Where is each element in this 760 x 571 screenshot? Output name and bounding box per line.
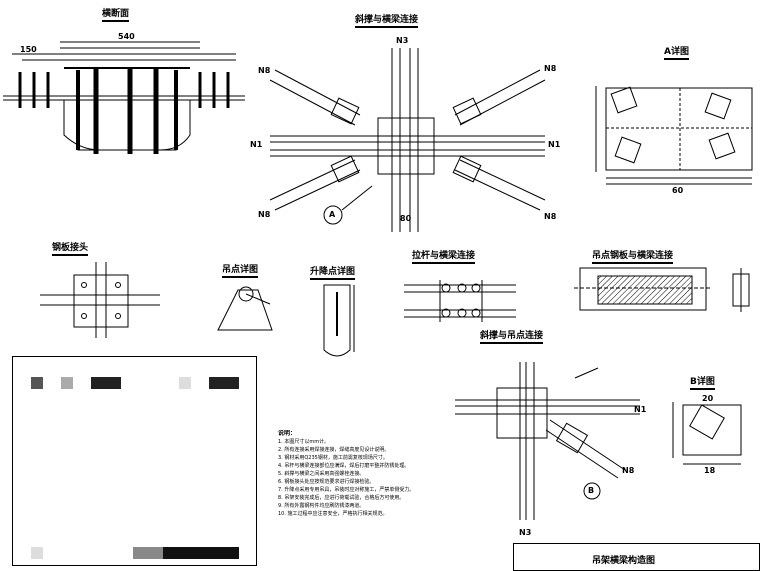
mark-a-circle: A — [329, 210, 336, 219]
brace-hanger-title: 斜撑与吊点连接 — [480, 328, 544, 344]
note-line: 4. 吊杆与横梁连接部位应满焊，焊后打磨平整并防锈处理。 — [278, 463, 410, 469]
mark-n8-tl: N8 — [258, 66, 271, 75]
dim-540: 540 — [118, 32, 135, 41]
note-line: 6. 钢板接头处应按规范要求进行焊接检验。 — [278, 479, 375, 485]
b-detail-title: B详图 — [690, 374, 715, 390]
mark-n3-lower: N3 — [519, 528, 532, 537]
dim-150: 150 — [20, 45, 37, 54]
mark-n8-lower: N8 — [622, 466, 635, 475]
note-line: 3. 钢材采用Q235钢材，施工前需复核现场尺寸。 — [278, 455, 388, 461]
tension-bar-title: 拉杆与横梁连接 — [412, 248, 476, 264]
cross-section-view — [3, 41, 245, 154]
hanger-plate-title: 吊点钢板与横梁连接 — [592, 248, 674, 264]
mark-n8-tr: N8 — [544, 64, 557, 73]
note-line: 7. 升降点采用专用吊具，吊装时应对称施工，严禁单侧受力。 — [278, 487, 415, 493]
hanging-point-title: 吊点详图 — [222, 262, 259, 278]
redaction-mark — [133, 547, 163, 559]
a-detail-title: A详图 — [664, 44, 689, 60]
redaction-mark — [179, 377, 191, 389]
brace-plan-view — [269, 48, 546, 232]
note-line: 5. 斜撑与横梁之间采用高强螺栓连接。 — [278, 471, 365, 477]
redaction-mark — [209, 377, 239, 389]
notes-title: 说明： — [278, 430, 297, 437]
mark-n8-br: N8 — [544, 212, 557, 221]
dim-b-20: 20 — [702, 394, 714, 403]
mark-n8-bl: N8 — [258, 210, 271, 219]
dim-plan-80: 80 — [400, 214, 412, 223]
mark-n1-right: N1 — [548, 140, 561, 149]
redaction-mark — [163, 547, 239, 559]
redaction-mark — [91, 377, 121, 389]
a-detail-view — [595, 86, 753, 185]
brace-hanger-view — [455, 362, 640, 520]
drawing-title: 吊架横梁构造图 — [592, 556, 656, 566]
plate-splice-view — [40, 262, 160, 338]
note-line: 8. 吊架安装完成后，应进行荷载试验，合格后方可使用。 — [278, 495, 405, 501]
lifting-point-view — [323, 284, 355, 357]
dim-a-width: 60 — [672, 186, 684, 195]
notes-block: 说明： 1. 本图尺寸以mm计。 2. 所有连接采用焊接连接，焊缝高度见设计说明… — [278, 430, 503, 518]
redaction-mark — [31, 547, 43, 559]
redacted-block — [12, 356, 257, 566]
b-detail-view — [672, 402, 742, 465]
mark-n1-left: N1 — [250, 140, 263, 149]
note-line: 1. 本图尺寸以mm计。 — [278, 439, 330, 445]
mark-n3-top: N3 — [396, 36, 409, 45]
redaction-mark — [31, 377, 43, 389]
dim-b-18: 18 — [704, 466, 716, 475]
note-line: 10. 施工过程中应注意安全，严格执行相关规范。 — [278, 511, 388, 517]
title-block: 吊架横梁构造图 — [513, 543, 760, 571]
mark-b-circle: B — [588, 486, 595, 495]
brace-plan-title: 斜撑与横梁连接 — [355, 12, 419, 28]
redaction-mark — [61, 377, 73, 389]
hanger-plate-view — [574, 267, 750, 312]
lifting-point-title: 升降点详图 — [310, 264, 356, 280]
cross-section-title: 横断面 — [102, 6, 130, 22]
note-line: 9. 所有外露钢构件均应刷防锈漆两道。 — [278, 503, 365, 509]
plate-splice-title: 钢板接头 — [52, 240, 89, 256]
hanging-point-view — [217, 286, 273, 331]
mark-n1-lower: N1 — [634, 405, 647, 414]
tension-bar-view — [404, 280, 516, 322]
note-line: 2. 所有连接采用焊接连接，焊缝高度见设计说明。 — [278, 447, 390, 453]
